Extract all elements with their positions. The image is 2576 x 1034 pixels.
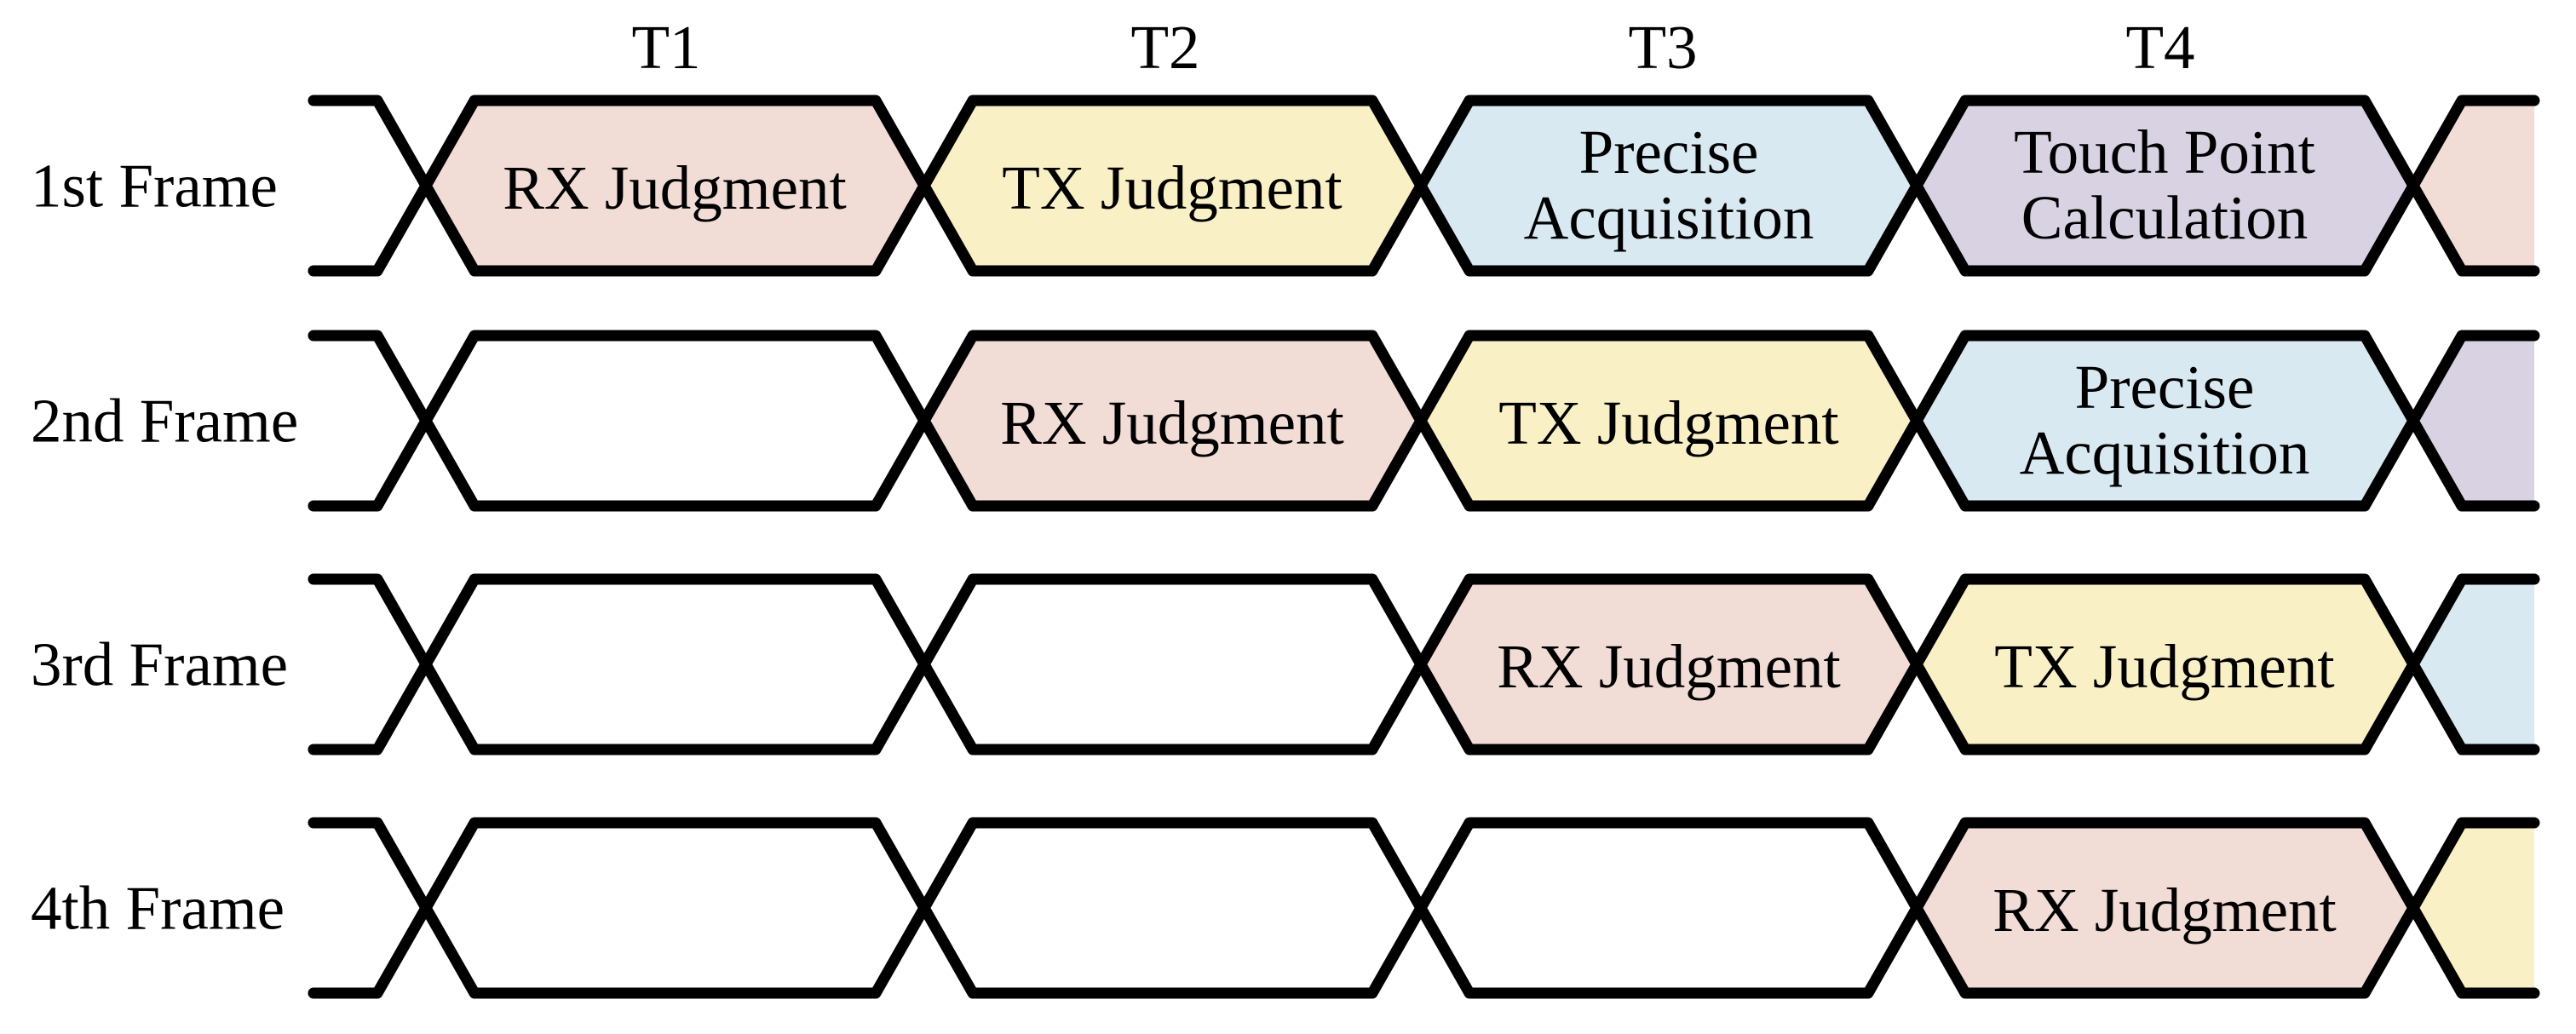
signal-start-wire-4 [308, 817, 432, 999]
next-slot-partial-outline-r2 [2407, 330, 2540, 512]
next-slot-partial-segment-r3 [2413, 579, 2534, 750]
slot-label-r2-t4-line2: Acquisition [2020, 418, 2310, 487]
slot-segment-r4-t1 [420, 817, 930, 999]
next-slot-partial-segment-r2 [2413, 336, 2534, 506]
time-slot-header: T1 T2 T3 T4 [631, 13, 2194, 82]
slot-label-r2-t3: TX Judgment [1498, 388, 1838, 457]
next-slot-partial-segment-r4 [2413, 823, 2534, 993]
slot-segment-r3-t2 [918, 573, 1427, 755]
frame-label-2: 2nd Frame [31, 387, 298, 456]
slot-label-r2-t2: RX Judgment [1000, 388, 1344, 457]
frame-label-1: 1st Frame [31, 152, 278, 221]
slot-segment-r4-t3 [1415, 817, 1923, 999]
slot-label-r1-t4-line1: Touch Point [2014, 118, 2315, 187]
frame-label-3: 3rd Frame [31, 630, 288, 699]
frame-row-2: 2nd Frame RX Judgment TX Judgment Precis… [31, 330, 2540, 512]
slot-label-r1-t1: RX Judgment [503, 153, 847, 222]
signal-start-wire-2 [308, 330, 432, 512]
next-slot-partial-outline-r1 [2407, 95, 2540, 277]
slot-segment-r2-t1 [420, 330, 930, 512]
time-slot-label-t4: T4 [2125, 13, 2194, 82]
slot-label-r4-t4: RX Judgment [1992, 876, 2337, 945]
next-slot-partial-outline-r3 [2407, 573, 2540, 755]
slot-label-r2-t4-line1: Precise [2075, 353, 2255, 422]
next-slot-partial-segment-r1 [2413, 101, 2534, 271]
slot-label-r3-t3: RX Judgment [1497, 632, 1841, 701]
slot-label-r1-t2: TX Judgment [1002, 153, 1342, 222]
signal-start-wire-3 [308, 573, 432, 755]
slot-segment-r3-t1 [420, 573, 930, 755]
time-slot-label-t3: T3 [1628, 13, 1697, 82]
slot-segment-r4-t2 [918, 817, 1427, 999]
time-slot-label-t1: T1 [631, 13, 700, 82]
next-slot-partial-outline-r4 [2407, 817, 2540, 999]
slot-label-r1-t3-line1: Precise [1579, 118, 1759, 187]
frame-row-1: 1st Frame RX Judgment TX Judgment Precis… [31, 95, 2540, 277]
signal-start-wire-1 [308, 95, 432, 277]
slot-label-r1-t3-line2: Acquisition [1524, 183, 1814, 252]
frame-label-4: 4th Frame [31, 874, 285, 943]
slot-label-r3-t4: TX Judgment [1994, 632, 2334, 701]
slot-label-r1-t4-line2: Calculation [2021, 183, 2309, 252]
frame-row-3: 3rd Frame RX Judgment TX Judgment [31, 573, 2540, 755]
frame-row-4: 4th Frame RX Judgment [31, 817, 2540, 999]
time-slot-label-t2: T2 [1130, 13, 1199, 82]
